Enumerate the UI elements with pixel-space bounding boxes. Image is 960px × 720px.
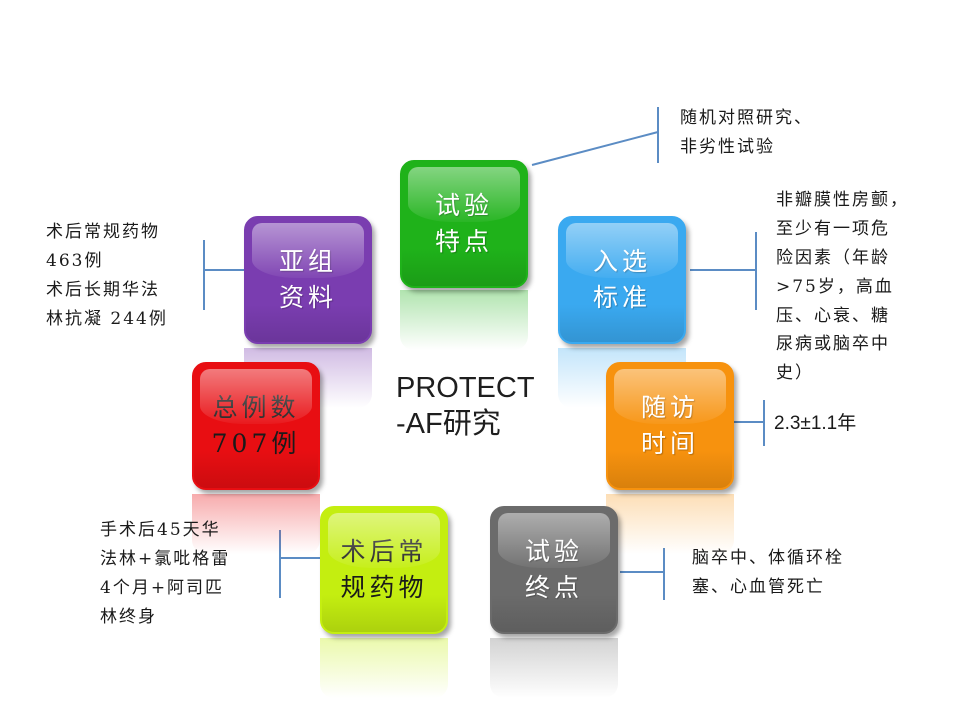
total-cases-box: 总例数 707例 [192, 362, 320, 490]
followup-time-label: 随访 时间 [640, 392, 699, 458]
trial-endpoint-label: 试验 终点 [524, 536, 583, 602]
routine-drug-box: 术后常 规药物 [320, 506, 448, 634]
followup-time-box: 随访 时间 [606, 362, 734, 490]
inclusion-criteria-box: 入选 标准 [558, 216, 686, 344]
center-title: PROTECT -AF研究 [396, 372, 535, 441]
subgroup-data-box: 亚组 资料 [244, 216, 372, 344]
note-trial-features: 随机对照研究、 非劣性试验 [680, 108, 813, 157]
note-subgroup-data: 术后常规药物 463例 术后长期华法 林抗凝 244例 [46, 222, 168, 329]
note-followup-time: 2.3±1.1年 [774, 413, 857, 434]
trial-endpoint-box: 试验 终点 [490, 506, 618, 634]
trial-features-label: 试验 特点 [434, 190, 493, 256]
inclusion-criteria-label: 入选 标准 [592, 246, 651, 312]
note-trial-endpoint: 脑卒中、体循环栓 塞、心血管死亡 [692, 548, 844, 597]
total-cases-label: 总例数 707例 [211, 392, 301, 458]
note-inclusion-criteria: 非瓣膜性房颤， 至少有一项危 险因素（年龄 >75岁，高血 压、心衰、糖 尿病或… [776, 190, 909, 384]
trial-features-box: 试验 特点 [400, 160, 528, 288]
routine-drug-label: 术后常 规药物 [340, 536, 428, 602]
note-routine-drug: 手术后45天华 法林+氯吡格雷 4个月+阿司匹 林终身 [100, 520, 231, 627]
subgroup-data-label: 亚组 资料 [278, 246, 337, 312]
connector-trial-features [531, 131, 659, 166]
